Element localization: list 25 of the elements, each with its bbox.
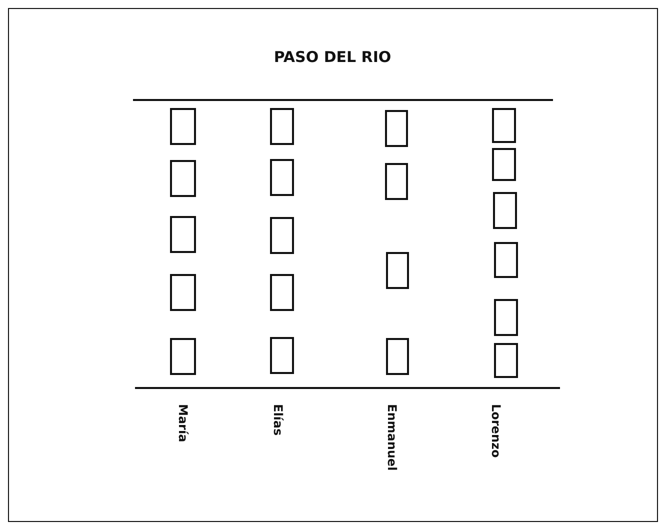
stepping-stone-box	[170, 160, 196, 197]
person-name-label: María	[177, 404, 189, 442]
stepping-stone-box	[386, 338, 409, 375]
stepping-stone-box	[493, 192, 517, 229]
stepping-stone-box	[170, 338, 196, 375]
stepping-stone-box	[385, 110, 408, 147]
stepping-stone-box	[270, 274, 294, 311]
stepping-stone-box	[494, 299, 518, 336]
stepping-stone-box	[170, 274, 196, 311]
stepping-stone-box	[386, 252, 409, 289]
stepping-stone-box	[270, 217, 294, 254]
stepping-stone-box	[385, 163, 408, 200]
person-name-label: Enmanuel	[386, 404, 398, 471]
stepping-stone-box	[170, 108, 196, 145]
stepping-stone-box	[270, 108, 294, 145]
stepping-stone-box	[170, 216, 196, 253]
stepping-stone-box	[492, 108, 516, 143]
stepping-stone-box	[494, 343, 518, 378]
stepping-stone-box	[270, 337, 294, 374]
stepping-stone-box	[270, 159, 294, 196]
stepping-stone-box	[492, 148, 516, 181]
person-name-label: Lorenzo	[490, 404, 502, 458]
person-name-label: Elías	[272, 404, 284, 436]
stepping-stone-box	[494, 242, 518, 278]
diagram-title: PASO DEL RIO	[274, 48, 392, 66]
